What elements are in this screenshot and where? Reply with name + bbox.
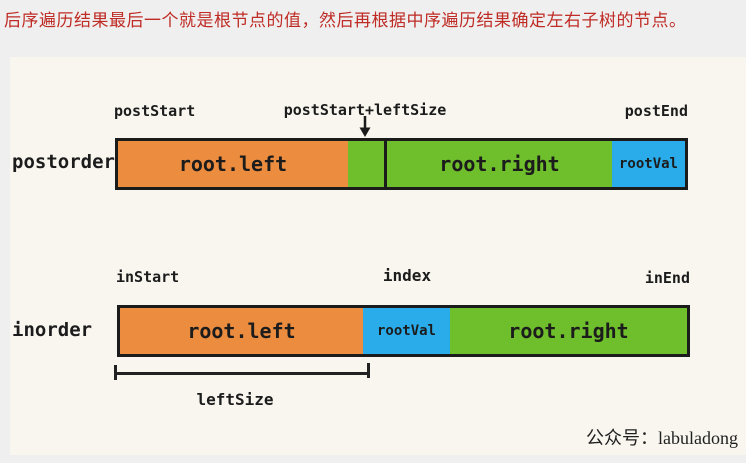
inorder-root-right-segment: root.right [450,308,687,354]
watermark: 公众号：labuladong [586,428,738,448]
leftsize-label: leftSize [196,390,274,409]
index-label: index [382,266,432,285]
segment-divider [384,141,387,187]
postorder-row-label: postorder [12,151,115,173]
inorder-root-left-segment: root.left [120,308,363,354]
leftsize-bracket-right-tick [367,363,370,378]
postorder-root-right-segment: root.right [387,141,612,187]
inorder-bar: root.left rootVal root.right [117,305,690,357]
inorder-rootval-segment: rootVal [363,308,450,354]
postorder-right-first-element-segment [348,141,384,187]
diagram-panel: postorder postStart postStart+leftSize p… [10,57,746,455]
poststart-plus-leftsize-label: postStart+leftSize [283,101,447,119]
postend-label: postEnd [624,102,688,120]
down-arrow-icon [359,116,371,137]
intro-text: 后序遍历结果最后一个就是根节点的值，然后再根据中序遍历结果确定左右子树的节点。 [4,11,687,31]
instart-label: inStart [116,268,180,286]
postorder-rootval-segment: rootVal [612,141,685,187]
postorder-bar: root.left root.right rootVal [115,138,688,190]
leftsize-bracket-line [115,372,370,375]
leftsize-bracket-left-tick [114,365,117,380]
poststart-label: postStart [114,102,196,120]
inend-label: inEnd [644,269,690,287]
postorder-root-left-segment: root.left [118,141,348,187]
inorder-row-label: inorder [12,319,93,341]
